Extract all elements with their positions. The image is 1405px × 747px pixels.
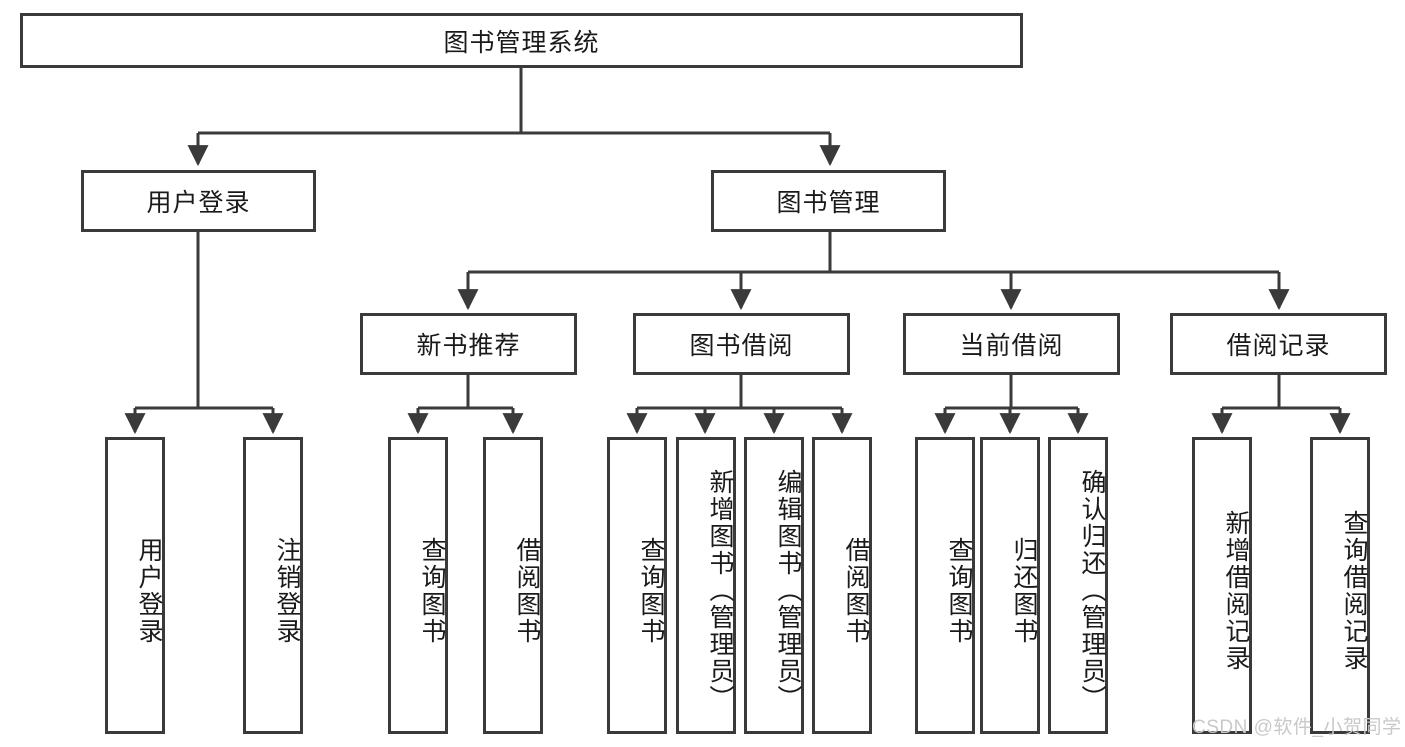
node-label: 借阅图书 (513, 536, 541, 645)
node-leaf-confirm-return[interactable]: 确认归还（管理员） (1048, 437, 1108, 734)
node-user-login[interactable]: 用户登录 (81, 170, 316, 232)
node-label: 新书推荐 (416, 332, 521, 360)
node-label: 查询图书 (637, 536, 665, 645)
node-label: 借阅图书 (842, 536, 870, 645)
node-leaf-query-record[interactable]: 查询借阅记录 (1310, 437, 1370, 734)
node-label: 图书管理 (776, 189, 881, 217)
node-root-book-management-system[interactable]: 图书管理系统 (20, 13, 1023, 68)
node-leaf-query-book-1[interactable]: 查询图书 (388, 437, 448, 734)
node-book-borrow[interactable]: 图书借阅 (633, 313, 850, 375)
node-current-borrow[interactable]: 当前借阅 (903, 313, 1120, 375)
node-label: 用户登录 (146, 189, 251, 217)
node-label: 当前借阅 (959, 332, 1064, 360)
node-leaf-edit-book[interactable]: 编辑图书（管理员） (744, 437, 804, 734)
node-leaf-add-book[interactable]: 新增图书（管理员） (676, 437, 736, 734)
node-label: 新增图书（管理员） (706, 469, 734, 712)
node-label: 注销登录 (273, 536, 301, 645)
node-new-book-recommend[interactable]: 新书推荐 (360, 313, 577, 375)
node-label: 图书管理系统 (443, 28, 600, 57)
node-label: 用户登录 (135, 536, 163, 645)
node-leaf-query-book-2[interactable]: 查询图书 (607, 437, 667, 734)
csdn-watermark: CSDN @软件_小贺同学 (1192, 717, 1402, 738)
node-label: 借阅记录 (1226, 332, 1331, 360)
node-label: 查询图书 (945, 536, 973, 645)
node-borrow-record[interactable]: 借阅记录 (1170, 313, 1387, 375)
node-label: 查询图书 (418, 536, 446, 645)
node-leaf-borrow-book-2[interactable]: 借阅图书 (812, 437, 872, 734)
node-leaf-return-book[interactable]: 归还图书 (980, 437, 1040, 734)
node-leaf-query-book-3[interactable]: 查询图书 (915, 437, 975, 734)
node-leaf-user-login[interactable]: 用户登录 (105, 437, 165, 734)
node-leaf-logout-login[interactable]: 注销登录 (243, 437, 303, 734)
node-label: 图书借阅 (689, 332, 794, 360)
node-label: 归还图书 (1010, 536, 1038, 645)
node-label: 编辑图书（管理员） (774, 469, 802, 712)
node-label: 确认归还（管理员） (1078, 469, 1106, 712)
node-leaf-add-record[interactable]: 新增借阅记录 (1192, 437, 1252, 734)
node-book-management[interactable]: 图书管理 (711, 170, 946, 232)
node-label: 新增借阅记录 (1222, 509, 1250, 672)
node-leaf-borrow-book-1[interactable]: 借阅图书 (483, 437, 543, 734)
node-label: 查询借阅记录 (1340, 509, 1368, 672)
